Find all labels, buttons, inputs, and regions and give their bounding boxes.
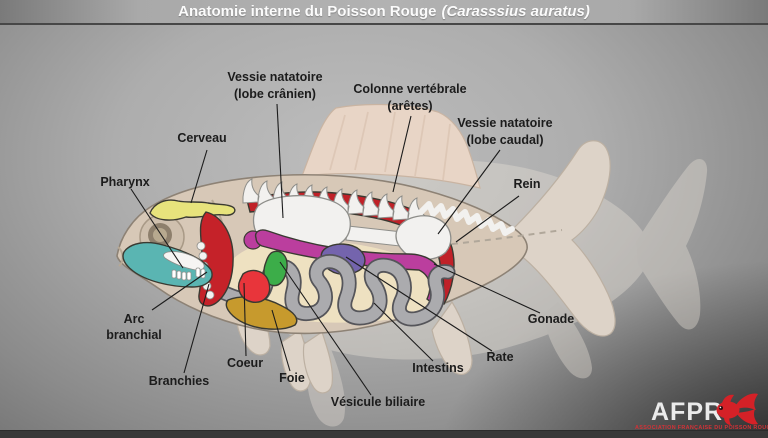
leader-vessie-cranien (276, 103, 284, 219)
caudal-spine (418, 201, 515, 236)
label-intestins: Intestins (412, 361, 463, 375)
label-coeur: Coeur (227, 356, 263, 370)
goldfish-icon (716, 393, 758, 425)
bottom-strip (0, 430, 768, 438)
leader-colonne (392, 115, 412, 193)
leader-gonade (433, 263, 541, 314)
organ-vessie-lobe-caudal (395, 215, 452, 261)
leader-pharynx (130, 188, 184, 269)
label-arc-branchial-2: branchial (106, 328, 162, 342)
leader-cerveau (190, 149, 208, 204)
afpr-logo: AFPR ASSOCIATION FRANÇAISE DU POISSON RO… (635, 393, 768, 431)
labels: Vessie natatoire (lobe crânien) Colonne … (100, 70, 574, 409)
leader-rate (345, 256, 493, 352)
leader-coeur (243, 282, 247, 357)
label-vessie-caudal: Vessie natatoire (457, 116, 552, 130)
leader-vesicule (279, 261, 372, 396)
page-title-species: (Carasssius auratus) (441, 3, 590, 20)
leader-rein (455, 195, 520, 243)
label-vessie-caudal-2: (lobe caudal) (466, 133, 543, 147)
leader-vessie-caudal (437, 149, 501, 235)
organ-cerveau (149, 199, 236, 221)
label-colonne-2: (arêtes) (387, 99, 432, 113)
tail-fin (508, 140, 616, 337)
label-arc-branchial: Arc (124, 312, 145, 326)
bg-fish-anal-fin (544, 302, 592, 379)
organ-colonne-vertebrale (242, 178, 425, 223)
label-pharynx: Pharynx (100, 175, 149, 189)
page-title: Anatomie interne du Poisson Rouge (178, 3, 437, 20)
afpr-logo-text: AFPR (651, 398, 723, 426)
label-branchies: Branchies (149, 374, 209, 388)
label-vessie-cranien: Vessie natatoire (227, 70, 322, 84)
leader-arc-branchial (151, 271, 208, 311)
anal-fin (431, 300, 473, 375)
label-colonne: Colonne vertébrale (353, 82, 466, 96)
leader-intestins (373, 302, 434, 362)
pharyngeal-teeth (171, 267, 206, 281)
bg-fish-tail (636, 158, 708, 330)
dorsal-fin-rays (329, 111, 451, 181)
label-vessie-cranien-2: (lobe crânien) (234, 87, 316, 101)
organ-vesicule-biliaire (263, 250, 288, 287)
lateral-line (451, 229, 563, 245)
organ-foie (225, 296, 298, 330)
label-rate: Rate (486, 350, 513, 364)
leader-branchies (183, 283, 210, 374)
title-bar: Anatomie interne du Poisson Rouge(Carass… (0, 0, 768, 25)
leader-foie (271, 309, 291, 372)
label-rein: Rein (513, 177, 540, 191)
label-cerveau: Cerveau (177, 131, 226, 145)
leader-lines (130, 103, 541, 396)
label-gonade: Gonade (528, 312, 575, 326)
label-foie: Foie (279, 371, 305, 385)
organ-coeur (237, 269, 271, 303)
pelvic-fin-right (302, 331, 333, 394)
dorsal-fin (301, 103, 481, 189)
label-vesicule: Vésicule biliaire (331, 395, 426, 409)
afpr-tagline: ASSOCIATION FRANÇAISE DU POISSON ROUGE (635, 425, 768, 431)
